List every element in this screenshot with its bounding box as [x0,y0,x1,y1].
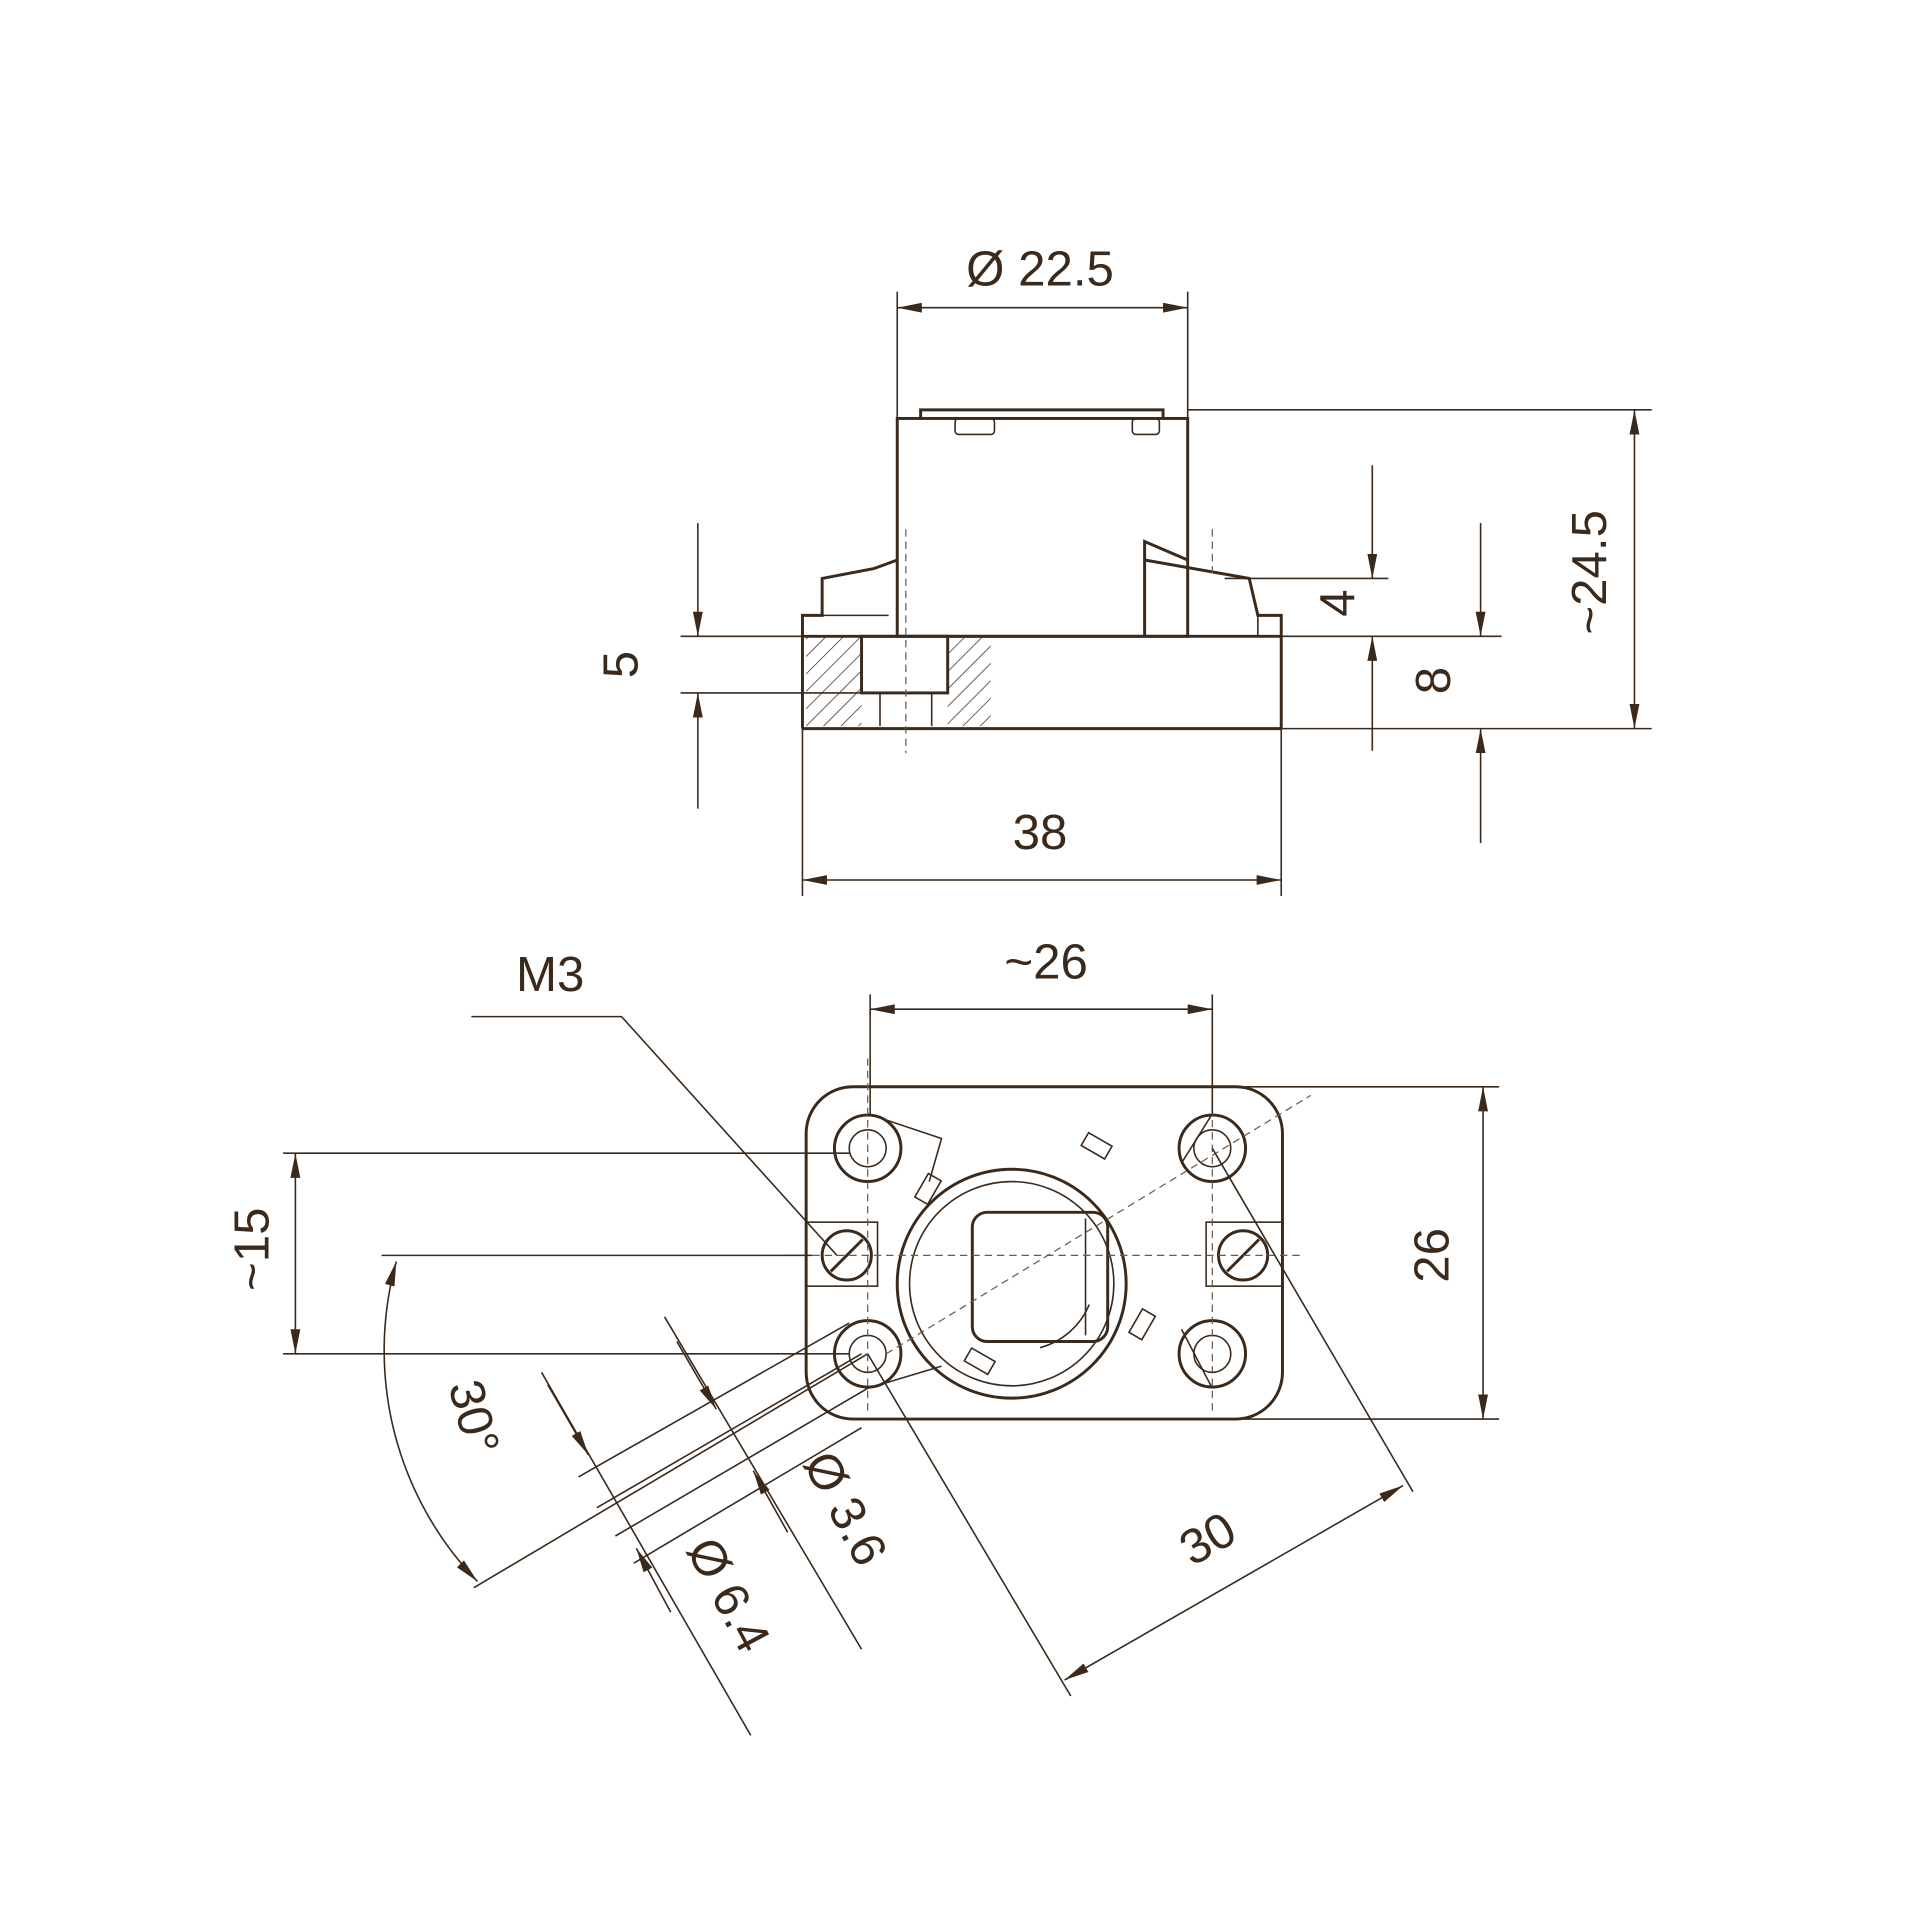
m3-leader [471,1015,838,1256]
dim-diameter-22-5: Ø 22.5 [966,242,1114,297]
side-view: Ø 22.5 ~24.5 4 8 5 38 [594,242,1652,896]
dim-hole-3-6: Ø 3.6 [793,1443,898,1575]
dim-height-26: 26 [1405,1228,1460,1283]
dim-hole-6-4: Ø 6.4 [676,1529,781,1661]
cap-tab [1131,417,1161,436]
cylinder-outer [895,1167,1128,1400]
cap-tab [954,417,996,436]
dim-height-24-5: ~24.5 [1562,510,1617,635]
plate-lobes [867,1113,1214,1390]
mounting-holes [832,1113,1248,1389]
dim-hole-spacing-15: ~15 [224,1207,279,1291]
dim-diagonal-30: 30 [1170,1501,1245,1576]
label-m3: M3 [516,947,584,1002]
cylinder-inner [908,1180,1115,1387]
dim-4: 4 [1310,589,1365,616]
counterbore [860,634,950,695]
lock-cap [919,408,1165,419]
m3-screws [805,1221,1284,1287]
dim-38: 38 [1013,805,1068,860]
hole-diameter-dims [540,1316,869,1736]
cylinder-tabs [913,1131,1157,1376]
dim-5: 5 [594,651,649,678]
dim-top-width-26: ~26 [1004,934,1087,989]
dim-8: 8 [1406,667,1461,694]
section-hatch [806,636,862,727]
left-shoulder [800,558,898,729]
key-slot [970,1210,1110,1344]
section-hatch [947,636,991,727]
dim-angle-30: 30° [438,1374,510,1460]
bottom-view: ~26 26 ~15 30° 30 M3 [224,934,1500,1736]
